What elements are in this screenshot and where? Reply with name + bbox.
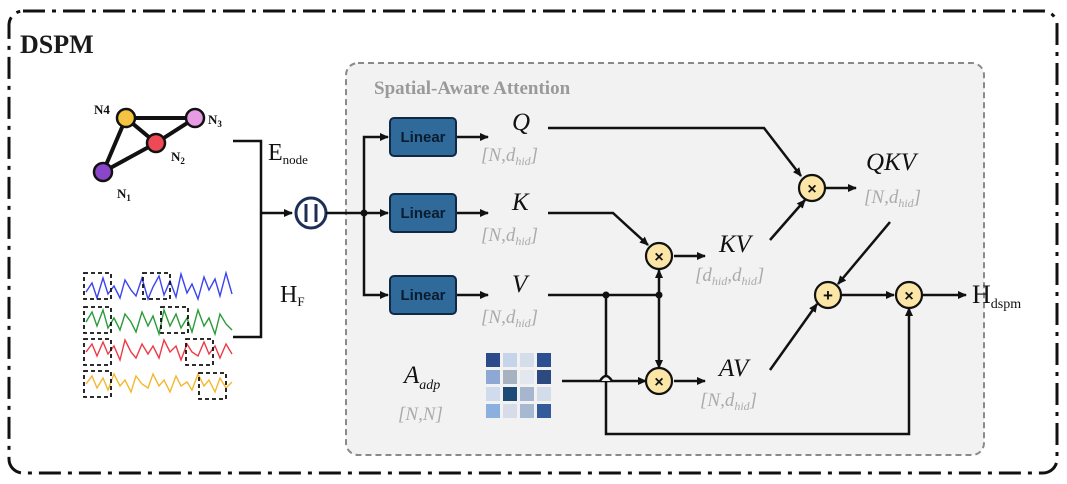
multiply-kv-symbol: ×: [654, 249, 663, 266]
kv-label: KV: [718, 231, 754, 258]
node-n4: [115, 107, 137, 129]
heatmap-cell: [537, 404, 551, 418]
heatmap-cell: [486, 404, 500, 418]
window-box: [83, 306, 112, 334]
multiply-kv-icon: [644, 241, 674, 271]
junction-dot: [602, 291, 610, 299]
window-box: [185, 338, 214, 366]
k-dim: [N,dhid]: [481, 225, 538, 248]
input-bracket: [233, 139, 293, 339]
linear-k-label: Linear: [400, 205, 445, 222]
node-label-n4: NN44: [94, 102, 110, 117]
window-box: [83, 370, 112, 398]
multiply-final-symbol: ×: [904, 288, 913, 305]
concat-operator: [294, 196, 328, 230]
heatmap-cell: [520, 387, 534, 401]
junction-dot: [655, 291, 663, 299]
window-box: [83, 338, 112, 366]
heatmap-cell: [537, 387, 551, 401]
a-adp-dim: [N,N]: [398, 404, 443, 425]
window-box: [142, 272, 171, 300]
linear-v-box: [389, 275, 457, 315]
heatmap-cell: [503, 353, 517, 367]
v-dim: [N,dhid]: [481, 307, 538, 330]
heatmap-cell: [537, 353, 551, 367]
linear-q-label: Linear: [400, 129, 445, 146]
junction-dot: [360, 209, 368, 217]
node-label-n1: N1: [117, 186, 131, 203]
fan-out-arrows: [326, 133, 389, 299]
qkv-label: QKV: [866, 149, 919, 176]
heatmap-cell: [520, 370, 534, 384]
signal-yellow: [85, 372, 233, 394]
kv-dim: [dhid,dhid]: [695, 265, 764, 288]
attention-title: Spatial-Aware Attention: [374, 78, 571, 99]
linear-layers: Linear Linear Linear: [389, 117, 457, 315]
multiply-av-symbol: ×: [654, 374, 663, 391]
multiply-qkv-icon: [797, 173, 827, 203]
heatmap-cell: [520, 353, 534, 367]
multiply-qkv-symbol: ×: [807, 181, 816, 198]
add-icon: [813, 280, 843, 310]
heatmap-cell: [537, 370, 551, 384]
multiply-final-icon: [894, 280, 924, 310]
add-symbol: +: [823, 286, 833, 305]
node-n1: [92, 161, 114, 183]
adjacency-heatmap: [486, 353, 551, 418]
k-label: K: [511, 189, 530, 216]
window-box: [160, 306, 189, 334]
heatmap-cell: [486, 353, 500, 367]
linear-v-label: Linear: [400, 287, 445, 304]
a-adp-label: Aadp: [402, 362, 440, 393]
av-dim: [N,dhid]: [700, 390, 757, 413]
node-label-n3: N3: [208, 112, 222, 129]
q-dim: [N,dhid]: [481, 145, 538, 168]
module-title: DSPM: [20, 30, 94, 59]
time-series-signals: [83, 270, 233, 400]
heatmap-cell: [503, 404, 517, 418]
operators: × × × + ×: [644, 173, 924, 396]
outer-frame: [7, 9, 1059, 475]
linear-out-arrows: [457, 133, 489, 299]
signal-red: [85, 337, 233, 363]
heatmap-cell: [503, 370, 517, 384]
v-label: V: [512, 271, 530, 298]
heatmap-cell: [520, 404, 534, 418]
window-box: [83, 272, 112, 300]
e-node-label: Enode: [268, 140, 308, 167]
signal-green: [85, 307, 233, 337]
signal-blue: [85, 270, 233, 302]
linear-k-box: [389, 193, 457, 233]
linear-q-box: [389, 117, 457, 157]
window-box: [198, 372, 227, 400]
q-label: Q: [512, 109, 530, 136]
multiply-av-icon: [644, 366, 674, 396]
heatmap-cell: [486, 387, 500, 401]
line-crossing: [598, 374, 614, 382]
qkv-dim: [N,dhid]: [864, 187, 921, 210]
heatmap-cell: [503, 387, 517, 401]
node-n3: [184, 107, 206, 129]
node-n2: [145, 132, 167, 154]
heatmap-cell: [486, 370, 500, 384]
node-graph: NN44 N3 N2 N1: [92, 102, 222, 203]
h-f-label: HF: [280, 282, 305, 309]
av-label: AV: [717, 355, 751, 382]
node-label-n2: N2: [171, 149, 185, 166]
output-label: Hdspm: [972, 280, 1021, 312]
